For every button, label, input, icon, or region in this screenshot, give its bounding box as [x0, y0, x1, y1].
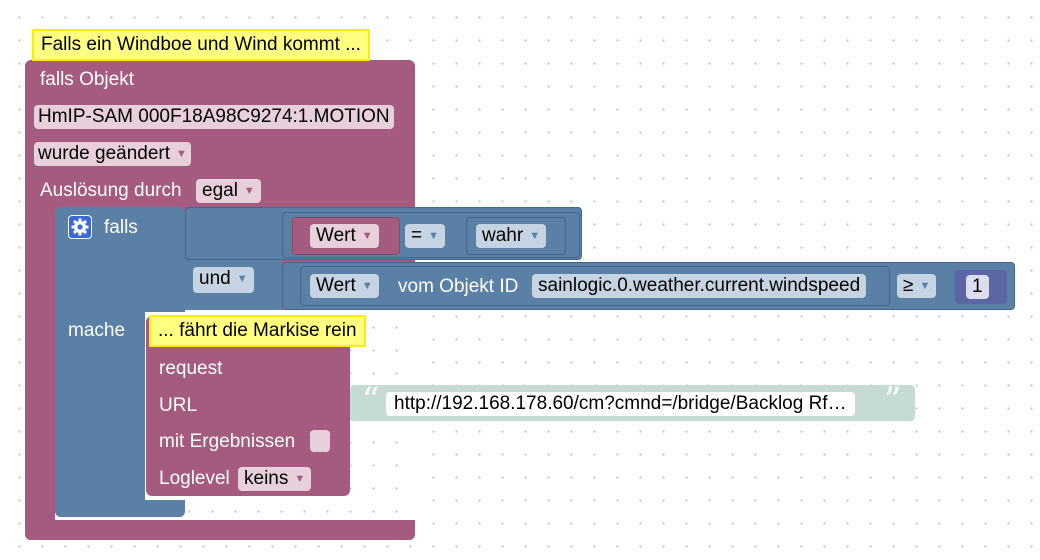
quote-close-icon: ” [884, 380, 902, 420]
logic-operator-label: und [199, 268, 231, 289]
loglevel-label: Loglevel [159, 468, 230, 489]
trigger-title: falls Objekt [40, 69, 134, 90]
dropdown-arrow-icon: ▼ [361, 230, 373, 242]
dropdown-arrow-icon: ▼ [361, 280, 373, 292]
dropdown-arrow-icon: ▼ [243, 185, 255, 197]
request-title: request [159, 358, 223, 379]
state-value-label: Wert [316, 275, 356, 296]
dropdown-arrow-icon: ▼ [919, 280, 931, 292]
with-results-label: mit Ergebnissen [159, 431, 296, 452]
bool-dropdown[interactable]: wahr ▼ [476, 224, 547, 248]
trigger-object-id-field[interactable]: HmIP-SAM 000F18A98C9274:1.MOTION [34, 105, 394, 129]
loglevel-dropdown[interactable]: keins ▼ [238, 467, 312, 491]
if-label: falls [104, 217, 138, 238]
trigger-by-label: Auslösung durch [40, 180, 182, 201]
quote-open-icon: “ [362, 380, 380, 420]
loglevel-value: keins [244, 468, 289, 489]
state-object-id-field[interactable]: sainlogic.0.weather.current.windspeed [532, 274, 867, 298]
comment-top[interactable]: Falls ein Windboe und Wind kommt ... [32, 29, 370, 61]
dropdown-arrow-icon: ▼ [294, 473, 306, 485]
trigger-by-dropdown[interactable]: egal ▼ [196, 179, 261, 203]
comment-inner[interactable]: ... fährt die Markise rein [149, 315, 366, 347]
trigger-mode-dropdown[interactable]: wurde geändert ▼ [34, 142, 191, 166]
from-object-label: vom Objekt ID [398, 276, 519, 297]
state-value-dropdown[interactable]: Wert ▼ [310, 274, 379, 298]
number-field[interactable]: 1 [966, 275, 989, 299]
trigger-block-bottom-bar [25, 520, 415, 540]
with-results-checkbox[interactable] [310, 430, 330, 452]
do-label: mache [68, 320, 126, 341]
dropdown-arrow-icon: ▼ [176, 148, 187, 160]
compare-2-operator-dropdown[interactable]: ≥▼ [897, 274, 937, 298]
if-block-bottom [55, 500, 185, 517]
url-value-field[interactable]: http://192.168.178.60/cm?cmnd=/bridge/Ba… [386, 392, 855, 416]
dropdown-arrow-icon: ▼ [529, 230, 541, 242]
logic-operator-dropdown[interactable]: und ▼ [193, 267, 254, 293]
value-1-dropdown[interactable]: Wert ▼ [310, 224, 379, 248]
compare-1-operator-dropdown[interactable]: =▼ [405, 224, 445, 248]
url-label: URL [159, 395, 198, 416]
compare-1-operator: = [411, 225, 423, 246]
trigger-by-value: egal [202, 180, 238, 201]
bool-value: wahr [482, 225, 524, 246]
dropdown-arrow-icon: ▼ [428, 230, 439, 242]
dropdown-arrow-icon: ▼ [236, 273, 248, 285]
trigger-mode-label: wurde geändert [38, 143, 171, 164]
value-1-label: Wert [316, 225, 356, 246]
compare-2-operator: ≥ [903, 275, 914, 296]
gear-icon[interactable] [68, 215, 92, 239]
